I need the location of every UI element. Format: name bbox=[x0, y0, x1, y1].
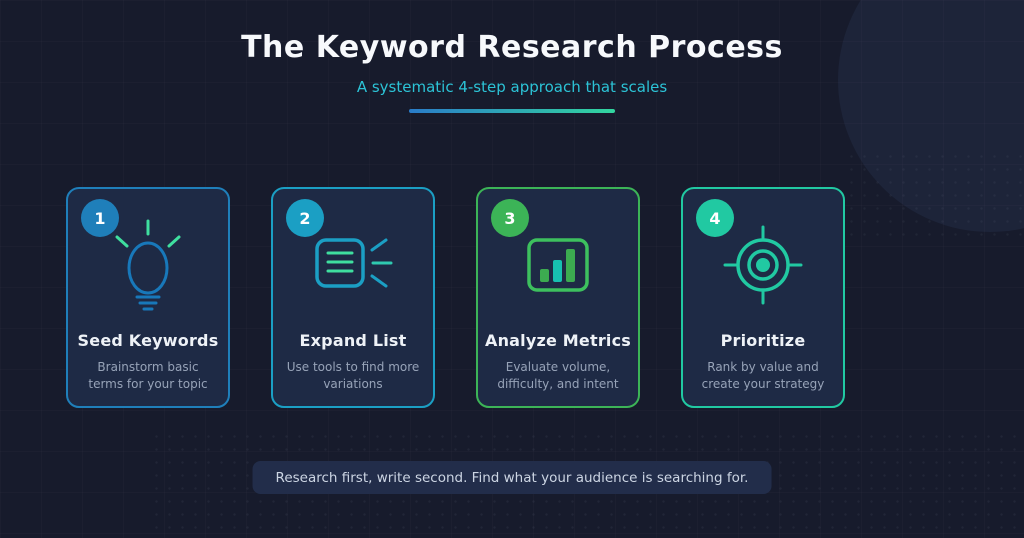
step-description: Evaluate volume, difficulty, and intent bbox=[497, 360, 619, 392]
lightbulb-icon bbox=[108, 215, 188, 315]
takeaway-text: Research first, write second. Find what … bbox=[275, 469, 749, 486]
bar-chart-icon bbox=[527, 215, 589, 315]
step-description: Rank by value and create your strategy bbox=[701, 360, 825, 392]
target-icon bbox=[722, 215, 804, 315]
expand-list-icon bbox=[307, 215, 399, 315]
page-title: The Keyword Research Process bbox=[241, 30, 783, 65]
step-number-badge: 4 bbox=[696, 199, 734, 237]
header: The Keyword Research Process A systemati… bbox=[0, 0, 1024, 113]
steps-row: 1 Seed Keywords Brainstorm basic terms f… bbox=[66, 187, 845, 408]
takeaway-pill: Research first, write second. Find what … bbox=[252, 461, 772, 494]
gradient-underline bbox=[409, 109, 615, 113]
step-description: Use tools to find more variations bbox=[286, 360, 420, 392]
step-title: Prioritize bbox=[720, 331, 806, 350]
background-dots-pattern bbox=[845, 150, 1024, 240]
step-number-badge: 2 bbox=[286, 199, 324, 237]
step-card-seed-keywords: 1 Seed Keywords Brainstorm basic terms f… bbox=[66, 187, 230, 408]
step-description: Brainstorm basic terms for your topic bbox=[88, 360, 208, 392]
step-title: Seed Keywords bbox=[77, 331, 219, 350]
step-card-expand-list: 2 Expand List Use tools to find more var… bbox=[271, 187, 435, 408]
step-title: Expand List bbox=[299, 331, 407, 350]
step-number-badge: 1 bbox=[81, 199, 119, 237]
step-card-analyze-metrics: 3 Analyze Metrics Evaluate volume, diffi… bbox=[476, 187, 640, 408]
step-card-prioritize: 4 Prioritize Rank by value and create yo… bbox=[681, 187, 845, 408]
page-subtitle: A systematic 4-step approach that scales bbox=[356, 78, 668, 96]
step-title: Analyze Metrics bbox=[484, 331, 632, 350]
step-number-badge: 3 bbox=[491, 199, 529, 237]
